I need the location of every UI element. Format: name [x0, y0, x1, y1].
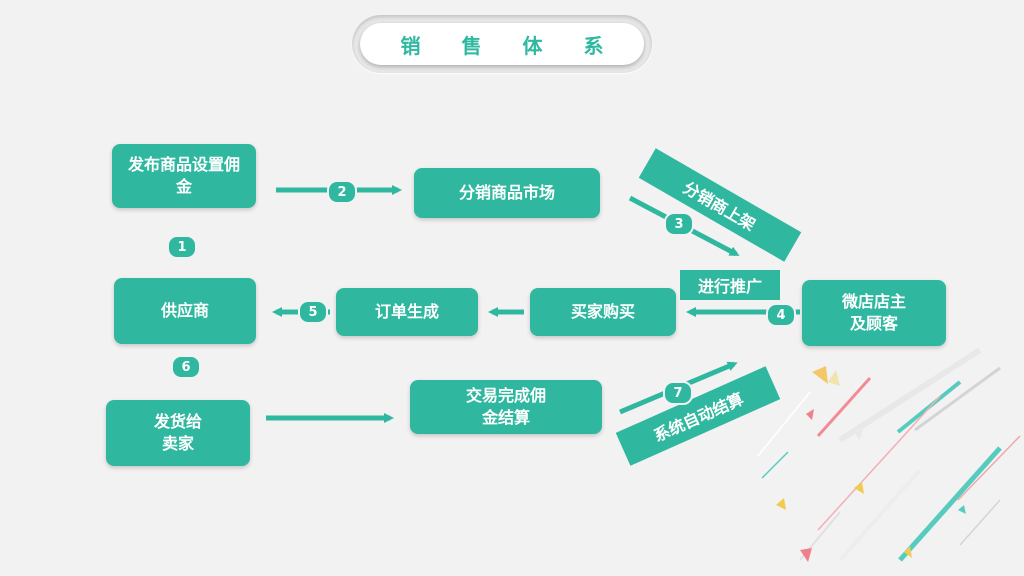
step-badge-5: 5 — [298, 300, 328, 324]
node-label: 发布商品设置佣金 — [127, 155, 240, 196]
label-text: 进行推广 — [697, 277, 762, 296]
step-badge-3: 3 — [664, 212, 694, 236]
node-settlement: 交易完成佣金结算 — [410, 380, 602, 434]
title-char: 售 — [461, 33, 482, 58]
step-number: 2 — [337, 184, 347, 200]
node-label: 买家购买 — [570, 302, 635, 321]
node-supplier: 供应商 — [114, 278, 256, 344]
step-badge-4: 4 — [766, 303, 796, 327]
label-promote: 进行推广 — [680, 270, 780, 300]
node-label: 供应商 — [160, 301, 209, 320]
step-badge-1: 1 — [167, 235, 197, 259]
step-number: 5 — [308, 304, 318, 320]
node-label: 分销商品市场 — [458, 183, 555, 202]
step-badge-6: 6 — [171, 355, 201, 379]
node-label: 交易完成佣金结算 — [466, 386, 547, 427]
step-number: 1 — [177, 239, 187, 255]
step-number: 6 — [181, 359, 191, 375]
title-char: 销 — [400, 33, 421, 58]
node-order-generated: 订单生成 — [336, 288, 478, 336]
step-number: 3 — [674, 216, 684, 232]
step-number: 7 — [673, 385, 683, 401]
node-ship-goods: 发货给卖家 — [106, 400, 250, 466]
title-inner: 销 售 体 系 — [360, 23, 644, 65]
node-label: 订单生成 — [374, 302, 439, 321]
step-badge-7: 7 — [663, 381, 693, 405]
title-char: 系 — [583, 33, 604, 58]
title-char: 体 — [522, 33, 543, 58]
step-number: 4 — [776, 307, 786, 323]
node-buyer-purchase: 买家购买 — [530, 288, 676, 336]
node-label: 发货给卖家 — [153, 412, 202, 453]
node-publish-goods: 发布商品设置佣金 — [112, 144, 256, 208]
node-label: 微店店主及顾客 — [841, 292, 906, 333]
title-pill: 销 售 体 系 — [352, 15, 652, 73]
step-badge-2: 2 — [327, 180, 357, 204]
node-shop-owner: 微店店主及顾客 — [802, 280, 946, 346]
node-distribution-market: 分销商品市场 — [414, 168, 600, 218]
